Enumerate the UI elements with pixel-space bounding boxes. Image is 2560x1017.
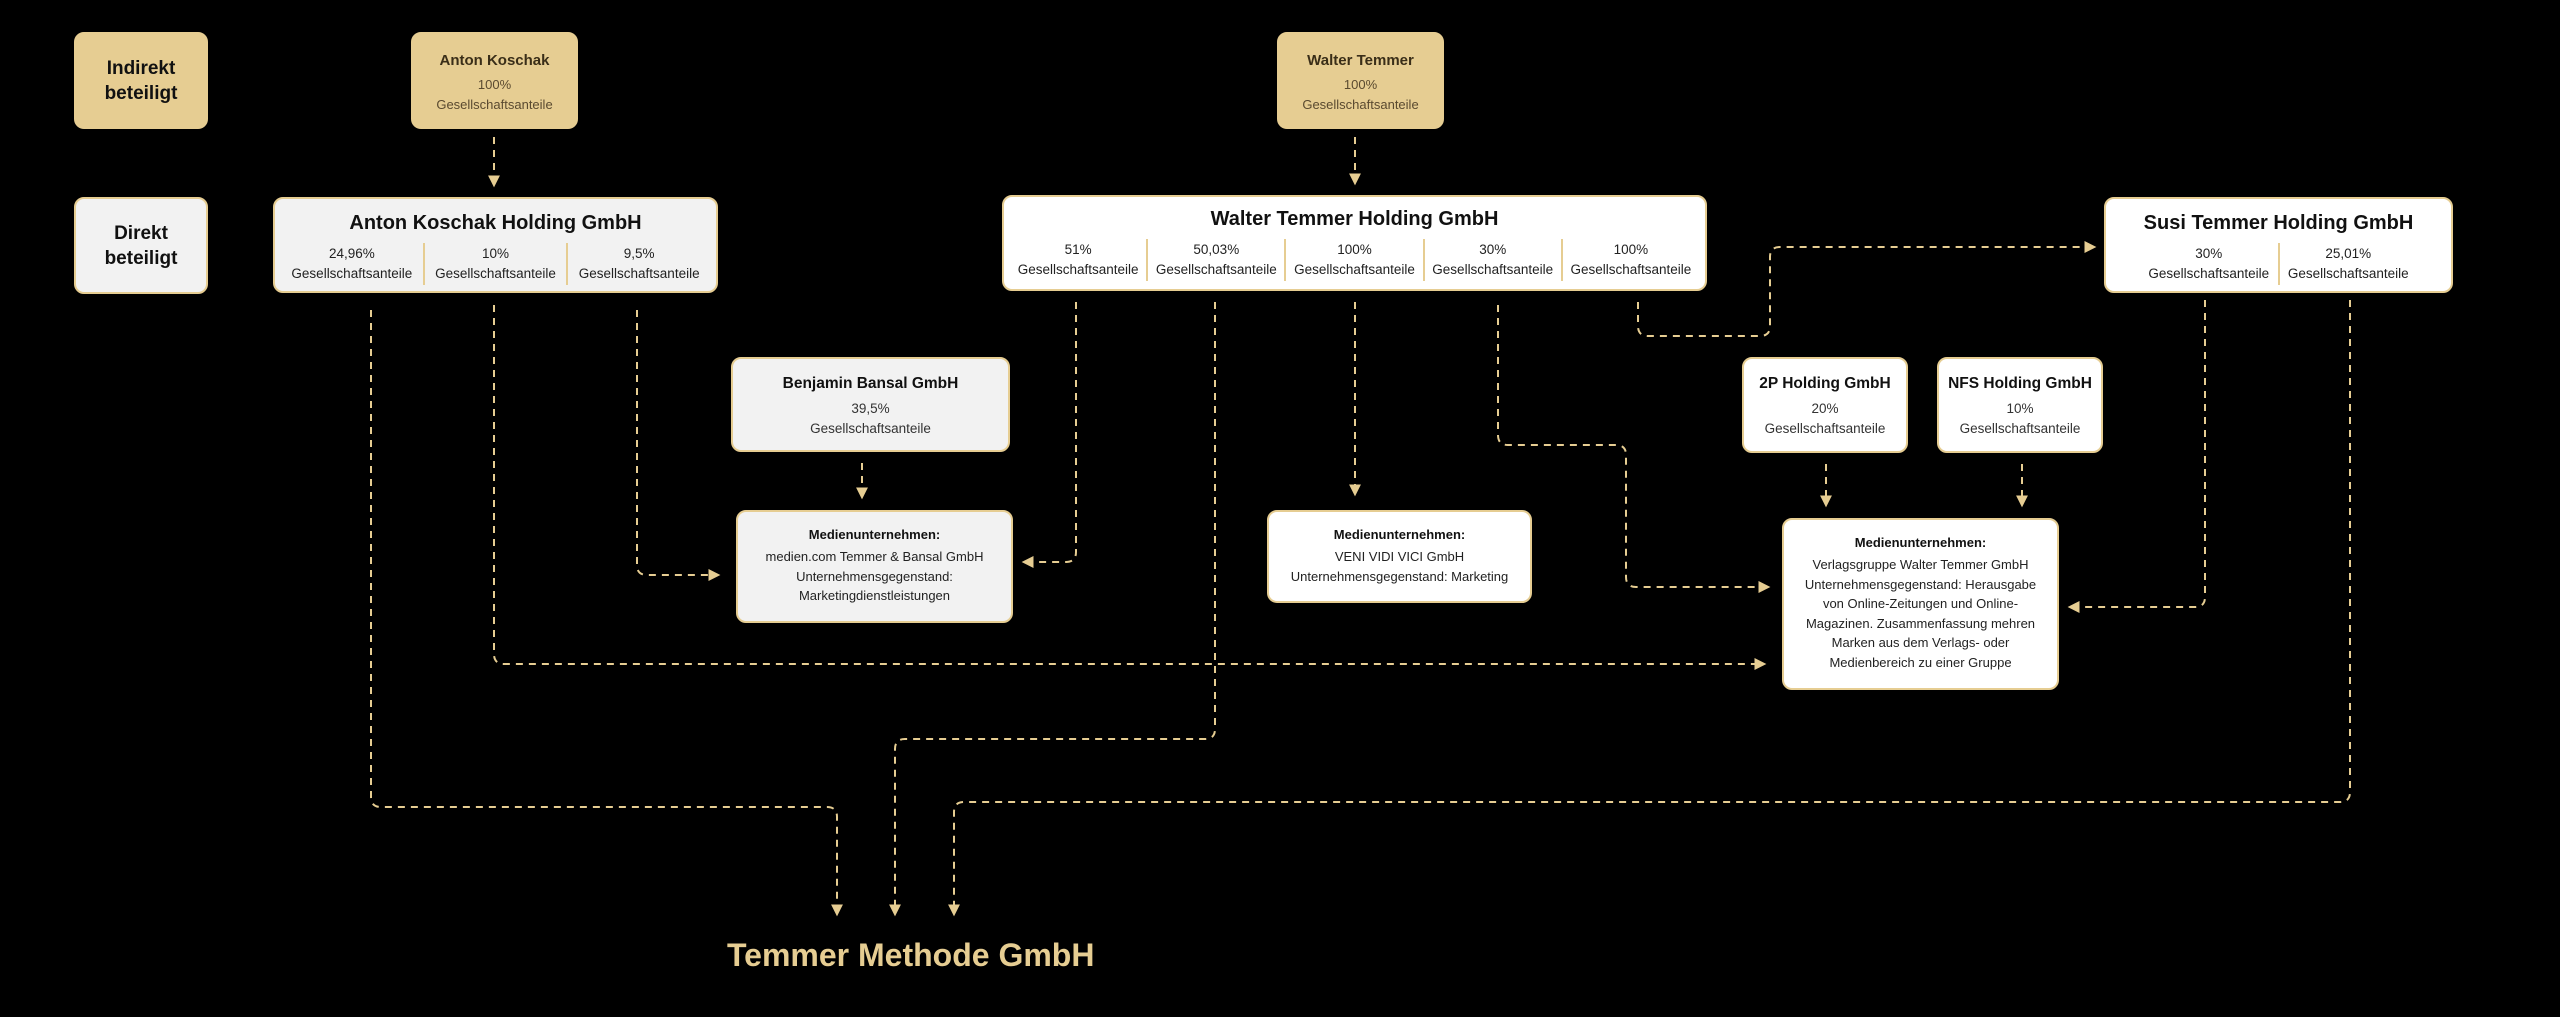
media-verlagsgruppe: Medienunternehmen: Verlagsgruppe Walter … bbox=[1782, 518, 2059, 690]
share-value: 24,96% bbox=[328, 246, 375, 261]
media-heading: Medienunternehmen: bbox=[1854, 535, 1987, 550]
legend-indirect: Indirekt beteiligt bbox=[74, 32, 208, 129]
partner-name: Benjamin Bansal GmbH bbox=[782, 375, 959, 392]
holding-susi-temmer: Susi Temmer Holding GmbH 30% Gesellschaft… bbox=[2104, 197, 2453, 293]
share-value: 100% bbox=[1337, 242, 1372, 257]
share-label: Gesellschaftsanteile bbox=[1017, 262, 1139, 277]
person-share: 100% bbox=[477, 77, 512, 92]
share-column: 100% Gesellschaftsanteile bbox=[1560, 239, 1699, 281]
share-label: Gesellschaftsanteile bbox=[291, 266, 413, 281]
legend-direct-label: Direkt beteiligt bbox=[104, 222, 178, 269]
connector-walter-100-to-susi bbox=[1637, 241, 2097, 337]
media-medien-com: Medienunternehmen: medien.com Temmer & B… bbox=[736, 510, 1013, 623]
media-line: medien.com Temmer & Bansal GmbH bbox=[765, 549, 984, 564]
media-heading: Medienunternehmen: bbox=[808, 527, 941, 542]
media-line: von Online-Zeitungen und Online- bbox=[1822, 596, 2019, 611]
holding-name: Anton Koschak Holding GmbH bbox=[349, 212, 642, 234]
share-column: 50,03% Gesellschaftsanteile bbox=[1146, 239, 1284, 281]
partner-2p-holding: 2P Holding GmbH 20% Gesellschaftsanteile bbox=[1742, 357, 1908, 453]
share-label: Gesellschaftsanteile bbox=[810, 421, 931, 436]
share-value: 51% bbox=[1064, 242, 1092, 257]
legend-indirect-label: Indirekt beteiligt bbox=[104, 57, 178, 104]
person-name: Walter Temmer bbox=[1307, 52, 1414, 69]
share-label: Gesellschaftsanteile bbox=[1302, 97, 1419, 112]
share-label: Gesellschaftsanteile bbox=[578, 266, 700, 281]
share-value: 30% bbox=[2195, 246, 2223, 261]
share-column: 25,01% Gesellschaftsanteile bbox=[2277, 243, 2418, 285]
media-veni-vidi-vici: Medienunternehmen: VENI VIDI VICI GmbH U… bbox=[1267, 510, 1532, 603]
share-column: 51% Gesellschaftsanteile bbox=[1010, 239, 1146, 281]
share-label: Gesellschaftsanteile bbox=[2148, 266, 2270, 281]
share-value: 50,03% bbox=[1193, 242, 1240, 257]
connector-anton-95-to-medien bbox=[636, 310, 721, 581]
holding-walter-temmer: Walter Temmer Holding GmbH 51% Gesellscha… bbox=[1002, 195, 1707, 291]
media-line: Verlagsgruppe Walter Temmer GmbH bbox=[1812, 557, 2029, 572]
share-value: 30% bbox=[1479, 242, 1507, 257]
share-column: 10% Gesellschaftsanteile bbox=[422, 243, 567, 285]
share-label: Gesellschaftsanteile bbox=[1764, 421, 1886, 436]
media-line: Marketingdienstleistungen bbox=[798, 588, 951, 603]
partner-share: 20% bbox=[1811, 401, 1839, 416]
share-value: 10% bbox=[481, 246, 510, 261]
share-label: Gesellschaftsanteile bbox=[435, 266, 556, 281]
share-label: Gesellschaftsanteile bbox=[436, 97, 553, 112]
share-label: Gesellschaftsanteile bbox=[1570, 262, 1692, 277]
media-line: VENI VIDI VICI GmbH bbox=[1334, 549, 1465, 564]
connector-walter-51-to-medien bbox=[1021, 302, 1077, 568]
share-value: 25,01% bbox=[2325, 246, 2372, 261]
legend-direct: Direkt beteiligt bbox=[74, 197, 208, 294]
share-label: Gesellschaftsanteile bbox=[1294, 262, 1415, 277]
partner-benjamin-bansal: Benjamin Bansal GmbH 39,5% Gesellschafts… bbox=[731, 357, 1010, 452]
partner-share: 39,5% bbox=[851, 401, 890, 416]
connector-susi-30-to-verlag bbox=[2067, 300, 2206, 613]
partner-nfs-holding: NFS Holding GmbH 10% Gesellschaftsanteil… bbox=[1937, 357, 2103, 453]
share-column: 24,96% Gesellschaftsanteile bbox=[281, 243, 423, 285]
share-label: Gesellschaftsanteile bbox=[1432, 262, 1554, 277]
target-company-title: Temmer Methode GmbH bbox=[727, 937, 1095, 973]
share-column: 100% Gesellschaftsanteile bbox=[1284, 239, 1422, 281]
partner-name: NFS Holding GmbH bbox=[1948, 375, 2092, 392]
person-walter-temmer: Walter Temmer 100% Gesellschaftsanteile bbox=[1277, 32, 1444, 129]
media-heading: Medienunternehmen: bbox=[1333, 527, 1466, 542]
share-column: 30% Gesellschaftsanteile bbox=[1422, 239, 1561, 281]
share-label: Gesellschaftsanteile bbox=[2287, 266, 2409, 281]
media-line: Marken aus dem Verlags- oder bbox=[1831, 635, 2010, 650]
media-line: Unternehmensgegenstand: Herausgabe bbox=[1804, 576, 2037, 592]
person-anton-koschak: Anton Koschak 100% Gesellschaftsanteile bbox=[411, 32, 578, 129]
media-line: Magazinen. Zusammenfassung mehren bbox=[1805, 615, 2036, 631]
holding-name: Walter Temmer Holding GmbH bbox=[1210, 208, 1499, 230]
connector-walter-5003-to-methode bbox=[889, 302, 1216, 917]
share-value: 9,5% bbox=[623, 246, 655, 261]
partner-share: 10% bbox=[2006, 401, 2034, 416]
media-line: Unternehmensgegenstand: Marketing bbox=[1290, 568, 1509, 584]
person-name: Anton Koschak bbox=[439, 52, 550, 69]
holding-name: Susi Temmer Holding GmbH bbox=[2143, 212, 2414, 234]
connector-walter-30-to-verlag bbox=[1497, 305, 1771, 593]
share-column: 9,5% Gesellschaftsanteile bbox=[566, 243, 710, 285]
share-value: 100% bbox=[1613, 242, 1649, 257]
share-label: Gesellschaftsanteile bbox=[1155, 262, 1277, 277]
media-line: Medienbereich zu einer Gruppe bbox=[1829, 654, 2012, 670]
share-column: 30% Gesellschaftsanteile bbox=[2140, 243, 2278, 285]
connector-susi-2501-to-methode bbox=[948, 300, 2351, 917]
partner-name: 2P Holding GmbH bbox=[1759, 375, 1891, 392]
holding-anton-koschak: Anton Koschak Holding GmbH 24,96% Gesells… bbox=[273, 197, 718, 293]
media-line: Unternehmensgegenstand: bbox=[796, 568, 953, 584]
share-label: Gesellschaftsanteile bbox=[1959, 421, 2081, 436]
person-share: 100% bbox=[1343, 77, 1378, 92]
connector-anton-10-to-verlag bbox=[493, 305, 1767, 670]
